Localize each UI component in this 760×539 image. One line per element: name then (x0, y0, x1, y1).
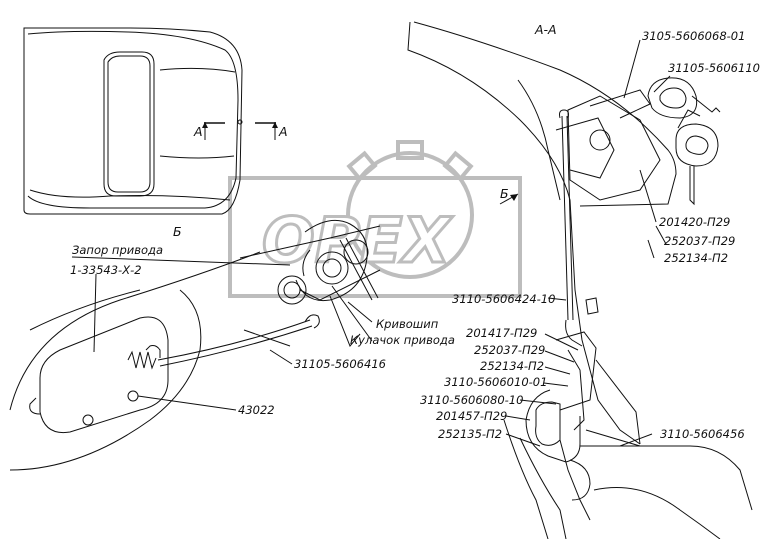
label-krivoship: Кривошип (376, 317, 439, 331)
label-252134-p2-upper: 252134-П2 (664, 251, 728, 265)
key-icon (675, 109, 719, 206)
section-view-a-a: Б А-А (407, 21, 753, 539)
label-3110-5606010-01: 3110-5606010-01 (444, 375, 547, 389)
label-3110-5606456: 3110-5606456 (660, 427, 745, 441)
label-3110-5606080-10: 3110-5606080-10 (420, 393, 523, 407)
view-b-label: Б (173, 224, 182, 239)
label-31105-5606416: 31105-5606416 (294, 357, 386, 371)
section-mark-right: А (278, 124, 288, 139)
label-252037-p29-lower: 252037-П29 (474, 343, 545, 357)
label-1-33543-x-2: 1-33543-Х-2 (70, 263, 142, 277)
label-201420-p29: 201420-П29 (659, 215, 730, 229)
section-mark-left: А (193, 124, 203, 139)
label-252134-p2-lower: 252134-П2 (480, 359, 544, 373)
label-252037-p29-upper: 252037-П29 (664, 234, 735, 248)
watermark-gear-icon (346, 140, 474, 279)
label-31105-5606110: 31105-5606110 (668, 61, 760, 75)
label-201417-p29: 201417-П29 (466, 326, 537, 340)
hood-top-view: А А Б (23, 27, 288, 239)
opex-watermark-logo: OPEX (228, 140, 522, 298)
view-b-arrow-label: Б (500, 186, 509, 201)
label-3110-5606424-10: 3110-5606424-10 (452, 292, 555, 306)
leader-lines (71, 39, 671, 447)
label-43022: 43022 (238, 403, 275, 417)
latch-assembly (239, 219, 381, 347)
label-3105-5606068-01: 3105-5606068-01 (642, 29, 745, 43)
hood-release-cable-assembly (9, 251, 320, 471)
label-201457-p29: 201457-П29 (436, 409, 507, 423)
label-kulachok-privoda: Кулачок привода (350, 333, 455, 347)
label-252135-p2: 252135-П2 (438, 427, 502, 441)
key-icon (647, 77, 721, 119)
section-title: А-А (534, 22, 557, 37)
label-zapor-privoda: Запор привода (72, 243, 163, 257)
part-labels: 3105-5606068-01 31105-5606110 201420-П29… (70, 29, 760, 441)
watermark-text: OPEX (262, 204, 453, 277)
